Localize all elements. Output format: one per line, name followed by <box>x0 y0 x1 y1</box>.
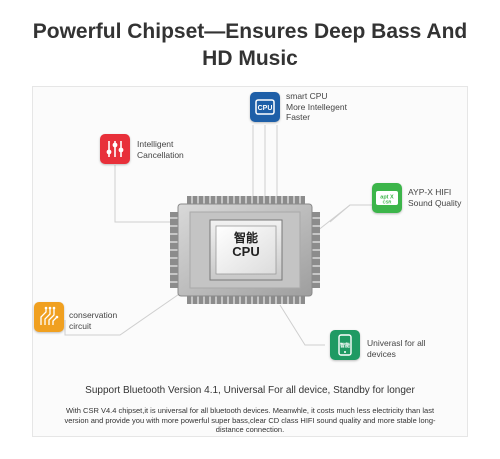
cpu-icon: CPU <box>250 92 280 122</box>
chip-die <box>215 225 277 275</box>
circuit-board-icon <box>34 302 64 332</box>
feature-label-line: Cancellation <box>137 149 184 160</box>
support-headline: Support Bluetooth Version 4.1, Universal… <box>85 385 415 396</box>
connector-line-conservation <box>64 289 186 336</box>
feature-label-smart-cpu: smart CPU More Intellegent Faster <box>286 91 347 123</box>
circuit-board-graphic <box>40 306 59 325</box>
feature-label-line: Sound Quality <box>408 197 462 208</box>
cpu-icon-text: CPU <box>258 105 273 112</box>
aptx-badge-graphic: apt X CSR <box>376 191 398 205</box>
feature-label-line: AYP-X HIFI <box>408 187 452 197</box>
feature-label-line: Faster <box>286 112 311 122</box>
chip-label-zh: 智能 <box>233 231 258 245</box>
smartphone-icon: 智能 <box>330 330 360 360</box>
cpu-icon-graphic: CPU <box>255 99 275 115</box>
chip-label-en: CPU <box>232 244 260 259</box>
feature-label-line: Intelligent <box>137 139 174 149</box>
feature-label-hifi: AYP-X HIFI Sound Quality <box>408 187 461 208</box>
support-description: With CSR V4.4 chipset,it is universal fo… <box>64 406 436 434</box>
feature-label-line: circuit <box>69 320 92 331</box>
chip-pin-gaps <box>170 196 320 304</box>
page-title-line-2: HD Music <box>202 47 298 70</box>
connector-line-universal <box>279 304 325 346</box>
feature-label-universal: Univerasl for all devices <box>367 338 426 359</box>
feature-label-intelligent-cancellation: Intelligent Cancellation <box>137 139 184 160</box>
equalizer-sliders-graphic <box>106 141 124 157</box>
feature-label-conservation: conservation circuit <box>69 310 117 331</box>
feature-label-line: More Intellegent <box>286 101 347 112</box>
chip-label: 智能 CPU <box>217 231 275 259</box>
page-title-line-1: Powerful Chipset—Ensures Deep Bass And <box>32 20 468 43</box>
feature-label-line: devices <box>367 348 396 359</box>
smartphone-icon-text: 智能 <box>340 342 350 349</box>
feature-label-line: Univerasl for all <box>367 338 426 348</box>
connector-line-cancellation <box>114 165 185 223</box>
cpu-chip-illustration <box>170 196 320 304</box>
smartphone-graphic: 智能 <box>338 334 352 356</box>
aptx-badge-icon: apt X CSR <box>372 183 402 213</box>
aptx-badge-subtext: CSR <box>383 200 392 205</box>
feature-label-line: smart CPU <box>286 91 328 101</box>
page-title: Powerful Chipset—Ensures Deep Bass And H… <box>0 18 500 72</box>
feature-label-line: conservation <box>69 310 118 320</box>
aptx-badge-text: apt X <box>380 195 394 201</box>
equalizer-sliders-icon <box>100 134 130 164</box>
